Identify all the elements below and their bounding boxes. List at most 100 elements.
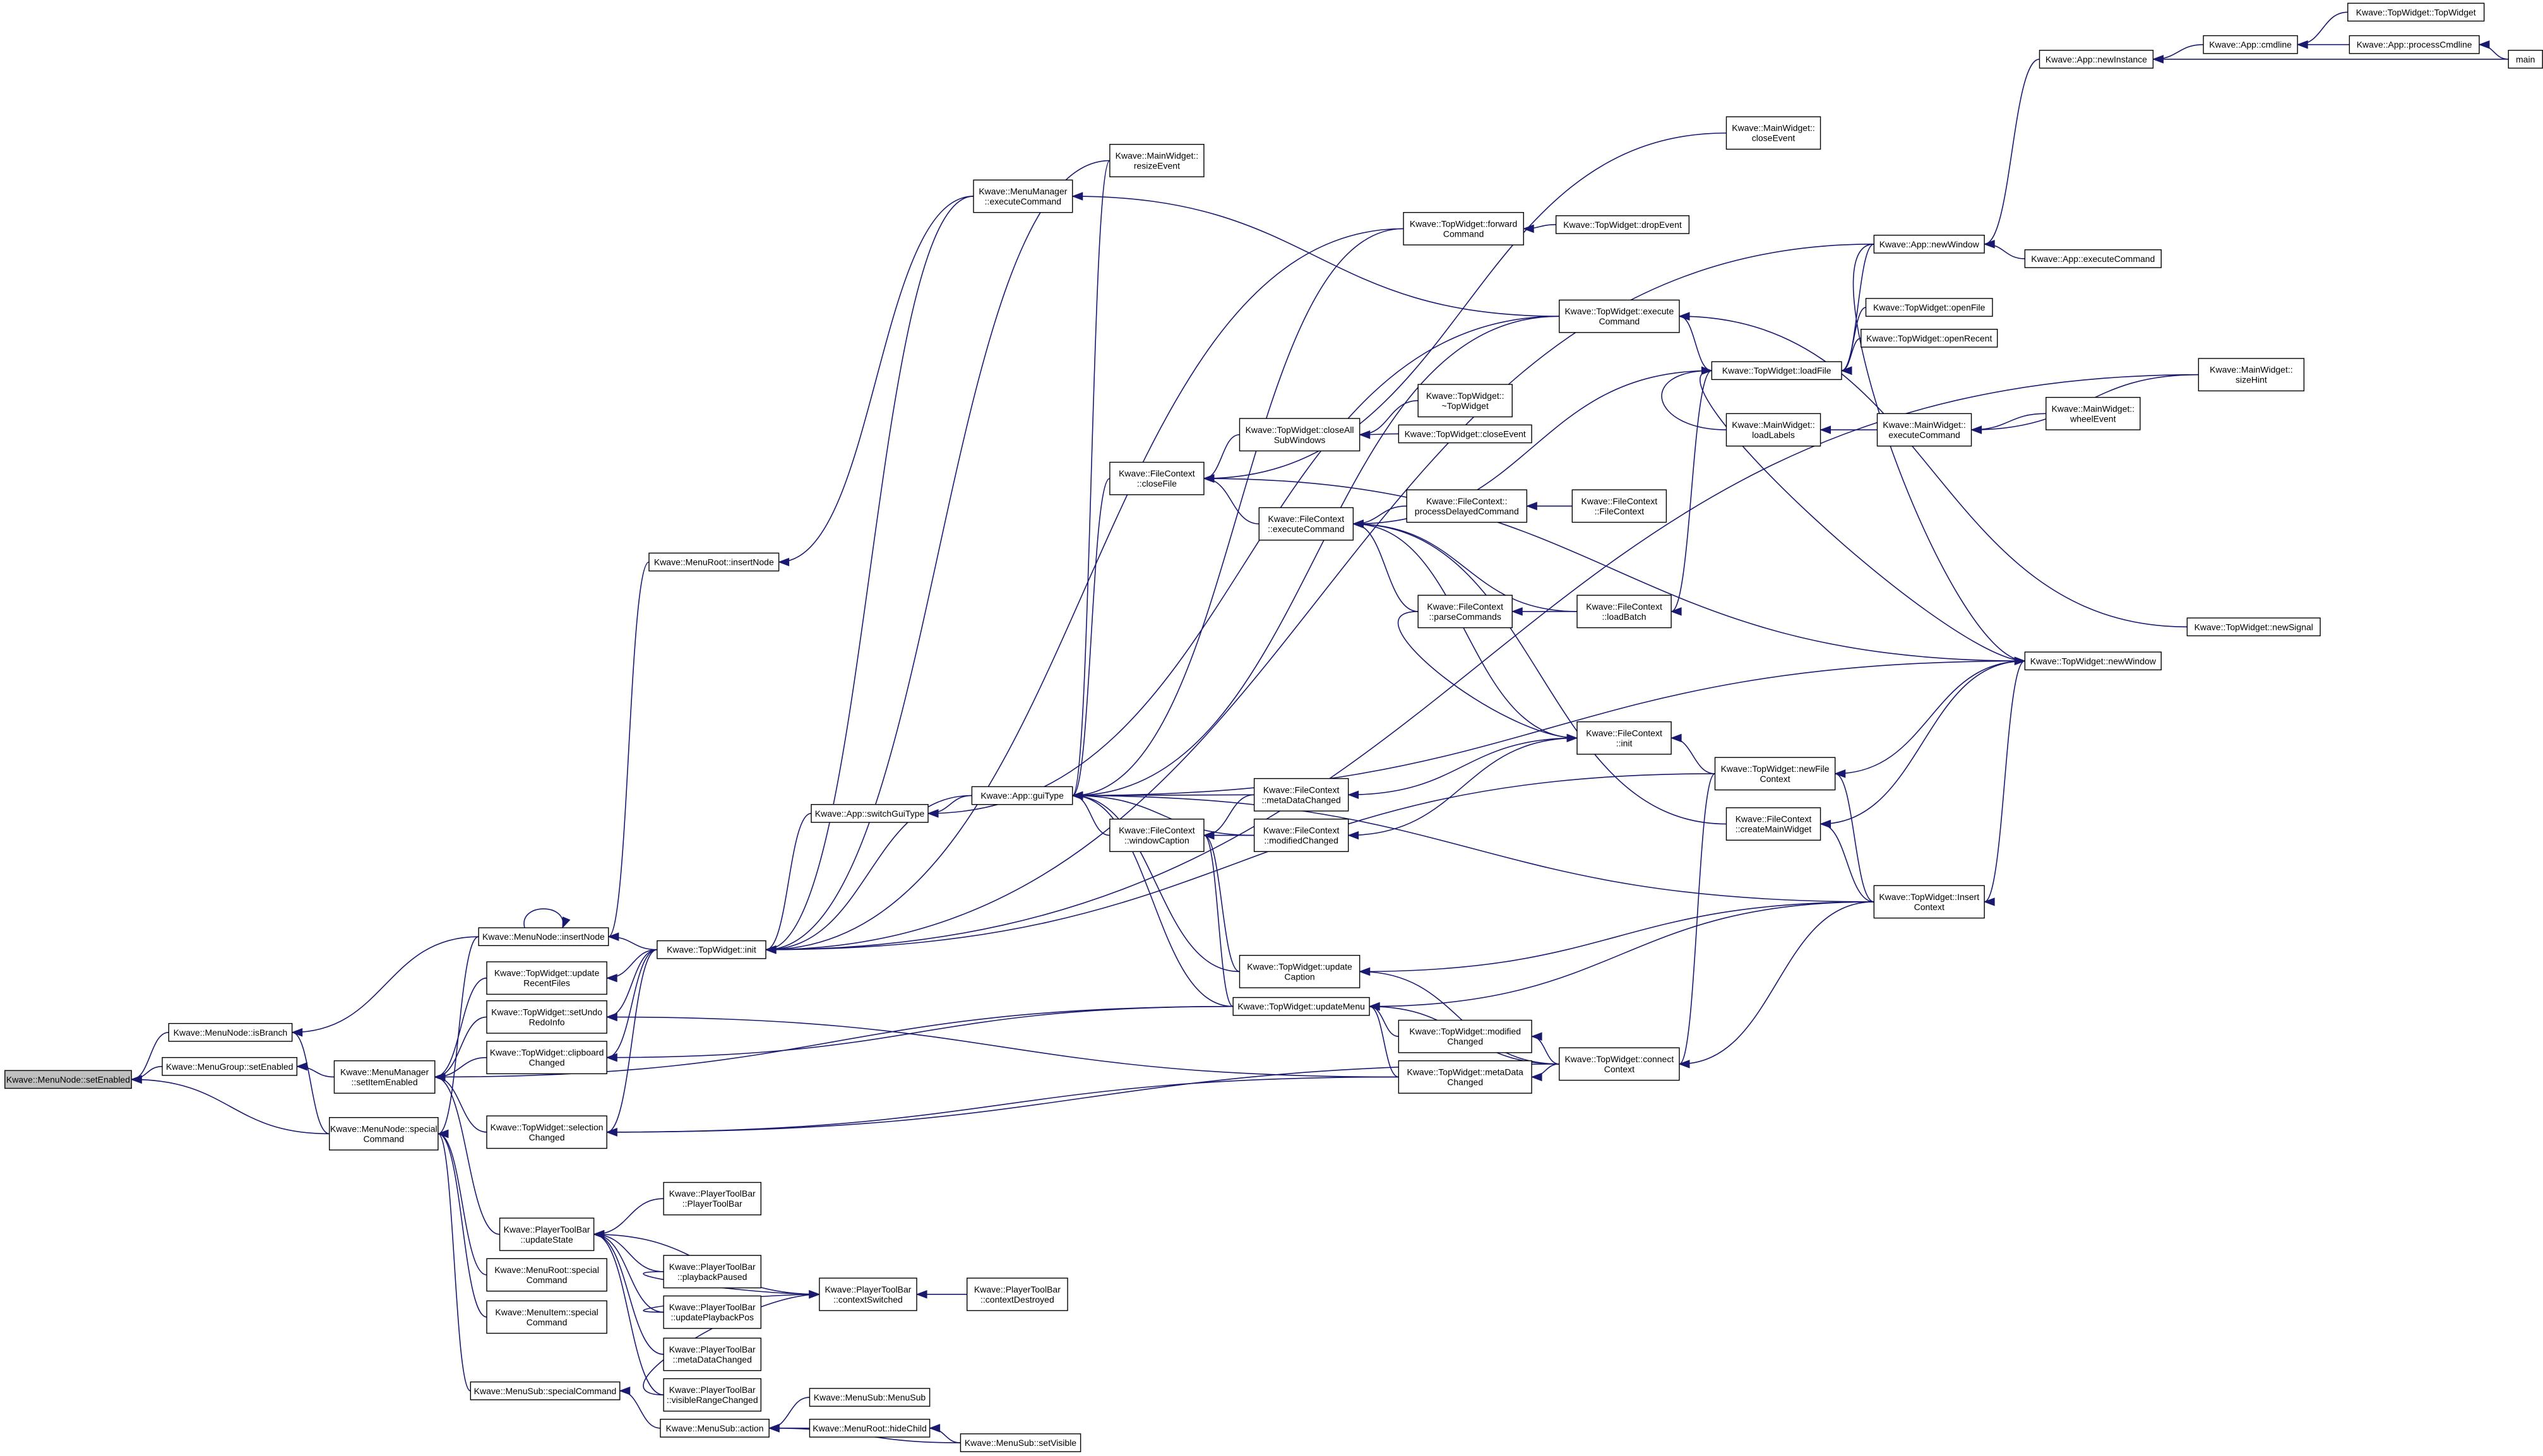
node-label: resizeEvent [1134, 160, 1180, 170]
function-node[interactable]: Kwave::FileContext::processDelayedComman… [1406, 489, 1528, 523]
function-node[interactable]: Kwave::MainWidget::wheelEvent [2046, 396, 2141, 430]
node-box [663, 1255, 762, 1289]
node-box [819, 1277, 917, 1311]
arrowhead-icon [1530, 1072, 1542, 1082]
arrowhead-icon [605, 1128, 617, 1137]
function-node[interactable]: Kwave::PlayerToolBar::PlayerToolBar [663, 1181, 762, 1216]
function-node[interactable]: Kwave::MenuRoot::hideChild [809, 1419, 931, 1438]
function-node[interactable]: Kwave::FileContext::modifiedChanged [1253, 819, 1349, 852]
function-node[interactable]: Kwave::App::processCmdline [2349, 35, 2480, 54]
function-node[interactable]: Kwave::FileContext::parseCommands [1417, 595, 1513, 629]
node-label: Changed [1447, 1077, 1483, 1087]
function-node[interactable]: Kwave::MenuManager::setItemEnabled [333, 1060, 436, 1094]
function-node[interactable]: Kwave::TopWidget::closeEvent [1398, 424, 1532, 444]
node-box [1571, 489, 1667, 523]
function-node[interactable]: Kwave::TopWidget::openRecent [1861, 329, 1998, 348]
function-node[interactable]: Kwave::PlayerToolBar::metaDataChanged [663, 1337, 762, 1371]
function-node[interactable]: Kwave::TopWidget::loadFile [1711, 361, 1842, 381]
function-node[interactable]: Kwave::MenuRoot::specialCommand [486, 1258, 607, 1292]
function-node[interactable]: Kwave::PlayerToolBar::contextSwitched [819, 1277, 917, 1311]
function-node[interactable]: Kwave::TopWidget::dropEvent [1555, 215, 1690, 234]
node-label: Kwave::App::cmdline [2209, 40, 2292, 50]
function-node[interactable]: Kwave::FileContext::metaDataChanged [1253, 778, 1349, 812]
call-edge [1203, 132, 1727, 479]
node-label: Changed [529, 1058, 565, 1068]
function-node[interactable]: Kwave::MenuSub::specialCommand [470, 1381, 621, 1400]
function-node[interactable]: Kwave::PlayerToolBar::updateState [499, 1217, 595, 1252]
node-label: Caption [1284, 971, 1314, 981]
function-node[interactable]: Kwave::PlayerToolBar::contextDestroyed [967, 1277, 1068, 1311]
function-node[interactable]: Kwave::TopWidget::~TopWidget [1417, 384, 1513, 418]
function-node[interactable]: Kwave::MainWidget::sizeHint [2198, 358, 2305, 392]
function-node[interactable]: Kwave::PlayerToolBar::playbackPaused [663, 1255, 762, 1289]
arrowhead-icon [778, 557, 790, 567]
function-node[interactable]: Kwave::MainWidget::resizeEvent [1109, 144, 1205, 177]
function-node[interactable]: Kwave::App::switchGuiType [811, 804, 929, 823]
call-edge [1671, 737, 1715, 774]
function-node[interactable]: Kwave::App::cmdline [2203, 35, 2298, 54]
function-node[interactable]: Kwave::PlayerToolBar::updatePlaybackPos [663, 1295, 762, 1329]
function-node[interactable]: Kwave::TopWidget::init [657, 940, 766, 959]
function-node[interactable]: Kwave::TopWidget::executeCommand [1559, 299, 1680, 333]
function-node[interactable]: Kwave::FileContext::closeFile [1109, 461, 1205, 495]
function-node[interactable]: Kwave::MenuNode::specialCommand [329, 1117, 439, 1151]
node-label: Kwave::PlayerToolBar [974, 1284, 1061, 1294]
function-node[interactable]: Kwave::MenuNode::insertNode [478, 927, 609, 947]
function-node[interactable]: Kwave::MainWidget::closeEvent [1725, 116, 1821, 150]
node-box-selected [4, 1070, 132, 1089]
function-node[interactable]: Kwave::TopWidget::newSignal [2186, 617, 2321, 637]
function-node[interactable]: main [2508, 49, 2543, 69]
function-node[interactable]: Kwave::PlayerToolBar::visibleRangeChange… [663, 1378, 762, 1412]
function-node[interactable]: Kwave::MenuRoot::insertNode [648, 552, 780, 572]
node-label: Kwave::MainWidget:: [2052, 403, 2135, 413]
function-node[interactable]: Kwave::TopWidget::TopWidget [2347, 3, 2485, 22]
function-node[interactable]: Kwave::App::newWindow [1873, 234, 1985, 254]
call-edge [1072, 316, 1559, 796]
function-node[interactable]: Kwave::MenuManager::executeCommand [973, 179, 1073, 213]
function-node[interactable]: Kwave::FileContext::executeCommand [1258, 507, 1354, 541]
function-node[interactable]: Kwave::FileContext::windowCaption [1109, 819, 1205, 852]
arrowhead-icon [1347, 831, 1359, 840]
function-node[interactable]: Kwave::TopWidget::modifiedChanged [1398, 1019, 1532, 1053]
function-node[interactable]: Kwave::MainWidget::loadLabels [1725, 413, 1821, 447]
node-box [2198, 358, 2305, 392]
function-node[interactable]: Kwave::App::guiType [971, 786, 1073, 805]
function-node[interactable]: Kwave::MenuSub::MenuSub [809, 1388, 931, 1407]
function-node[interactable]: Kwave::TopWidget::newWindow [2024, 651, 2162, 671]
function-node[interactable]: Kwave::MainWidget::executeCommand [1876, 413, 1972, 447]
function-node[interactable]: Kwave::MenuSub::action [660, 1419, 770, 1438]
function-node[interactable]: Kwave::MenuNode::setEnabled [4, 1070, 132, 1089]
function-node[interactable]: Kwave::MenuNode::isBranch [168, 1022, 293, 1042]
function-node[interactable]: Kwave::TopWidget::openFile [1865, 298, 1993, 317]
function-node[interactable]: Kwave::App::newInstance [2039, 49, 2154, 69]
arrowhead-icon [437, 1129, 449, 1139]
node-box [486, 961, 607, 995]
function-node[interactable]: Kwave::FileContext::FileContext [1571, 489, 1667, 523]
node-label: Kwave::TopWidget::loadFile [1722, 365, 1831, 376]
function-node[interactable]: Kwave::MenuItem::specialCommand [486, 1300, 607, 1334]
function-node[interactable]: Kwave::App::executeCommand [2024, 249, 2162, 268]
function-node[interactable]: Kwave::TopWidget::updateMenu [1232, 997, 1370, 1016]
function-node[interactable]: Kwave::MenuSub::setVisible [960, 1433, 1081, 1452]
node-box [1239, 955, 1361, 988]
node-label: Kwave::PlayerToolBar [669, 1302, 756, 1312]
call-edge [2297, 11, 2348, 45]
function-node[interactable]: Kwave::MenuGroup::setEnabled [162, 1056, 298, 1076]
function-node[interactable]: Kwave::FileContext::createMainWidget [1725, 807, 1821, 841]
node-label: Kwave::App::processCmdline [2357, 40, 2472, 50]
function-node[interactable]: Kwave::FileContext::init [1576, 721, 1672, 755]
function-node[interactable]: Kwave::TopWidget::metaDataChanged [1398, 1060, 1532, 1094]
function-node[interactable]: Kwave::FileContext::loadBatch [1576, 595, 1672, 629]
call-edge [593, 1233, 664, 1355]
node-box [660, 1419, 770, 1438]
